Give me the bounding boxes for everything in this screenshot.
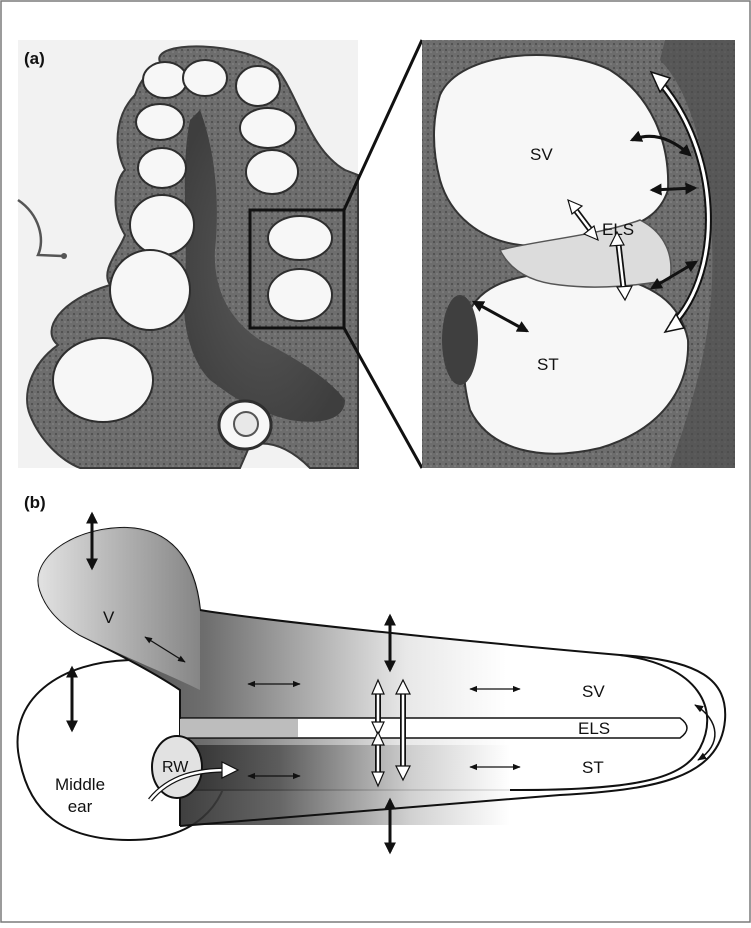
panel-b-label: (b) bbox=[24, 493, 46, 512]
zoom-label-sv: SV bbox=[530, 145, 553, 164]
label-v: V bbox=[103, 608, 115, 627]
micrograph-dot bbox=[61, 253, 67, 259]
label-sv: SV bbox=[582, 682, 605, 701]
panel-a-label: (a) bbox=[24, 49, 45, 68]
label-els: ELS bbox=[578, 719, 610, 738]
els-band-shade bbox=[180, 719, 298, 737]
label-middle-ear-1: Middle bbox=[55, 775, 105, 794]
label-st: ST bbox=[582, 758, 604, 777]
zoom-spiral-ganglion bbox=[442, 295, 478, 385]
zoom-label-st: ST bbox=[537, 355, 559, 374]
micrograph-bottom-core bbox=[234, 412, 258, 436]
label-middle-ear-2: ear bbox=[68, 797, 93, 816]
